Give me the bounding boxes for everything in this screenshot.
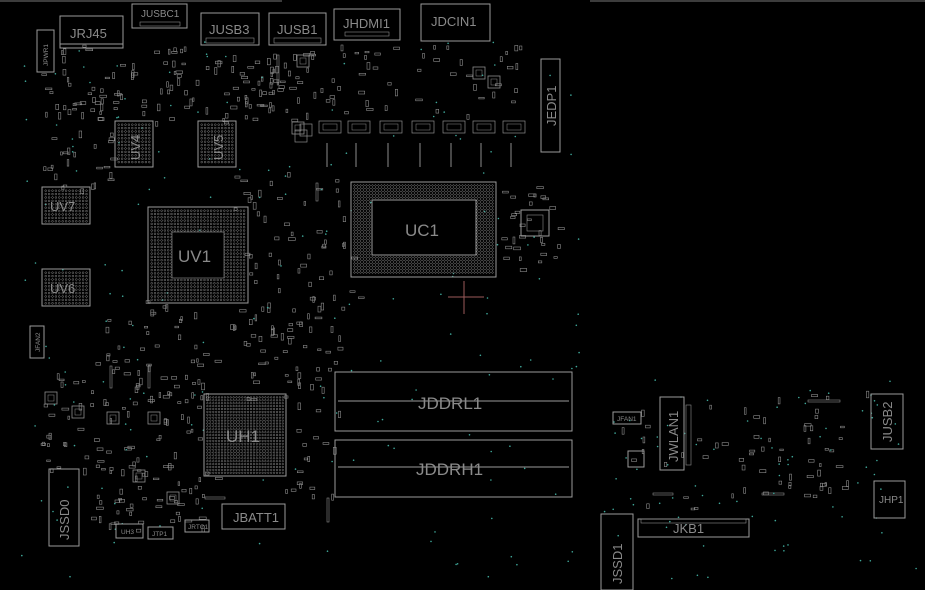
jkb1-label: JKB1 bbox=[673, 521, 704, 536]
chip-uh1[interactable]: UH1 bbox=[203, 393, 287, 477]
connector-jssd1[interactable]: JSSD1 bbox=[600, 513, 634, 590]
jbatt1-label: JBATT1 bbox=[233, 510, 279, 525]
uv6-label: UV6 bbox=[50, 281, 75, 296]
connector-jhp1[interactable]: JHP1 bbox=[873, 480, 906, 519]
connector-jedp1[interactable]: JEDP1 bbox=[540, 58, 561, 153]
chip-uc1[interactable]: UC1 bbox=[350, 181, 497, 278]
jpwr1-label: JPWR1 bbox=[43, 44, 50, 66]
jdcin1-label: JDCIN1 bbox=[431, 14, 477, 29]
uv5-label: UV5 bbox=[211, 135, 226, 160]
connector-jrtc1[interactable]: JRTC1 bbox=[184, 519, 210, 533]
chip-uv6[interactable]: UV6 bbox=[41, 268, 91, 307]
uc1-label: UC1 bbox=[405, 221, 439, 240]
jrtc1-label: JRTC1 bbox=[188, 524, 208, 531]
uv4-label: UV4 bbox=[128, 135, 143, 160]
chip-uv4[interactable]: UV4 bbox=[114, 120, 154, 168]
jfan2-label: JFAN2 bbox=[35, 332, 42, 352]
jusb1-label: JUSB1 bbox=[277, 22, 317, 37]
uv7-label: UV7 bbox=[50, 199, 75, 214]
jrj45-label: JRJ45 bbox=[70, 26, 107, 41]
connector-jfan1[interactable]: JFAN1 bbox=[612, 411, 642, 425]
placement-crosshair bbox=[448, 281, 484, 314]
jusbc1-label: JUSBC1 bbox=[141, 9, 180, 20]
connector-jkb1[interactable]: JKB1 bbox=[637, 518, 750, 538]
jddrl1-label: JDDRL1 bbox=[418, 394, 482, 413]
chip-uh3[interactable]: UH3 bbox=[115, 523, 144, 539]
chip-uv5[interactable]: UV5 bbox=[197, 120, 237, 168]
jhdmi1-label: JHDMI1 bbox=[343, 16, 390, 31]
jhp1-label: JHP1 bbox=[879, 495, 904, 506]
jssd0-label: JSSD0 bbox=[57, 500, 72, 540]
connector-jtp1[interactable]: JTP1 bbox=[147, 526, 174, 540]
jusb3-label: JUSB3 bbox=[209, 22, 249, 37]
connector-jfan2[interactable]: JFAN2 bbox=[29, 325, 45, 359]
uh3-label: UH3 bbox=[121, 529, 134, 536]
chip-uv1[interactable]: UV1 bbox=[147, 206, 249, 304]
connector-jusb2[interactable]: JUSB2 bbox=[870, 393, 904, 450]
uv1-label: UV1 bbox=[178, 247, 211, 266]
smd-components bbox=[40, 44, 870, 533]
uh1-label: UH1 bbox=[226, 427, 260, 446]
connector-jbatt1[interactable]: JBATT1 bbox=[221, 503, 286, 530]
connector-jdcin1[interactable]: JDCIN1 bbox=[420, 3, 491, 42]
connector-jusb1[interactable]: JUSB1 bbox=[268, 12, 327, 46]
chip-uv7[interactable]: UV7 bbox=[41, 186, 91, 225]
chip-ec[interactable] bbox=[520, 209, 550, 237]
vrm-components bbox=[294, 120, 526, 167]
slot-jddrl1[interactable]: JDDRL1 bbox=[334, 371, 573, 432]
jusb2-label: JUSB2 bbox=[880, 402, 895, 442]
connector-jusb3[interactable]: JUSB3 bbox=[200, 12, 260, 46]
connector-jwlan1[interactable]: JWLAN1 bbox=[659, 396, 692, 471]
connector-jssd0[interactable]: JSSD0 bbox=[48, 468, 80, 547]
jedp1-label: JEDP1 bbox=[544, 86, 559, 126]
chip-codec[interactable] bbox=[627, 450, 645, 468]
jwlan1-label: JWLAN1 bbox=[666, 411, 681, 462]
jddrh1-label: JDDRH1 bbox=[416, 460, 483, 479]
jssd1-label: JSSD1 bbox=[610, 544, 625, 584]
connector-jrj45[interactable]: JRJ45 bbox=[59, 15, 124, 49]
jfan1-label: JFAN1 bbox=[617, 416, 637, 423]
connector-jpwr1[interactable]: JPWR1 bbox=[36, 29, 55, 73]
connector-jhdmi1[interactable]: JHDMI1 bbox=[333, 8, 401, 41]
jtp1-label: JTP1 bbox=[152, 531, 168, 538]
slot-jddrh1[interactable]: JDDRH1 bbox=[334, 439, 573, 498]
connector-jusbc1[interactable]: JUSBC1 bbox=[131, 3, 188, 29]
